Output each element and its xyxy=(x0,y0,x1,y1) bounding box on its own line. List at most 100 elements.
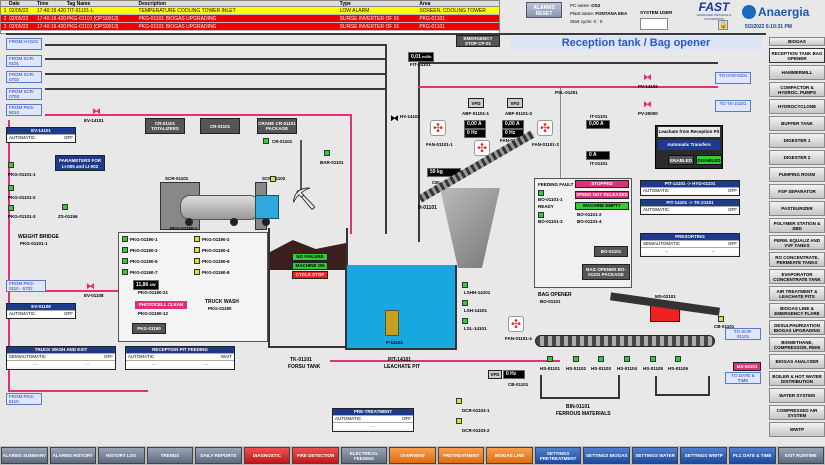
alarms-reset-button[interactable]: ALARMS RESET xyxy=(526,2,562,18)
pit-tk-mode: AUTOMATIC xyxy=(643,207,670,212)
vfd-button-2[interactable]: VFD xyxy=(507,98,523,108)
crane-package-button[interactable]: CRANE CR-01101 PACKAGE xyxy=(257,118,297,134)
nav-button[interactable]: SETTINGS BIOGAS xyxy=(583,447,630,464)
sidebar-item[interactable]: BIOMETHANE, COMPRESSOR, REMI xyxy=(769,337,825,352)
nav-button[interactable]: EXIT RUNTIME xyxy=(777,447,825,464)
from-tag-5[interactable]: FROM PKG-9010 xyxy=(6,104,42,116)
emergency-stop[interactable]: EMERGENCY STOP CP-01 xyxy=(456,35,500,47)
sidebar-item[interactable]: BIOGAS xyxy=(769,37,825,46)
sidebar-item[interactable]: BUFFER TANK xyxy=(769,116,825,131)
nav-button[interactable]: HISTORY LOG xyxy=(98,447,145,464)
ms-button[interactable]: MS-02101 xyxy=(733,362,761,371)
sidebar-item[interactable]: COMPACTOR & HYDROC. PUMPS xyxy=(769,82,825,97)
hv-valve-icon[interactable]: ⧓ xyxy=(390,113,399,123)
valve-ev14101-icon[interactable]: ⧓ xyxy=(92,106,101,116)
nav-button[interactable]: SETTINGS WATER xyxy=(631,447,679,464)
hs2-status xyxy=(573,356,579,362)
from-tag-pkg[interactable]: FROM PKG-0110 - 6702 xyxy=(6,280,46,292)
to-hyd-tag[interactable]: TO HYD-0101 xyxy=(715,72,751,84)
pkg-01190-button[interactable]: PKG-01190 xyxy=(132,323,166,334)
nav-button[interactable]: BIOGAS LINE xyxy=(486,447,533,464)
vfd-button-1[interactable]: VFD xyxy=(468,98,484,108)
to-scr-tag[interactable]: TO SCR-01101 xyxy=(725,328,761,340)
sidebar-item[interactable]: DIGESTER 1 xyxy=(769,133,825,148)
sidebar-item[interactable]: HYDROCYCLONE xyxy=(769,99,825,114)
nav-button[interactable]: SETTINGS WWTP xyxy=(680,447,727,464)
tw-state: OFF xyxy=(104,354,113,359)
from-tag-pkg2[interactable]: FROM PKG-5110 xyxy=(6,393,42,405)
nav-button[interactable]: ALARMS SUMMARY xyxy=(1,447,48,464)
pc-name-label: PC name: xyxy=(570,3,591,8)
sidebar-item[interactable]: AIR TREATMENT & LEACHATE PITS xyxy=(769,286,825,301)
vfd-button-3[interactable]: VFD xyxy=(488,370,502,379)
tw-status-1 xyxy=(122,236,128,242)
alarm-cell-n: 2 xyxy=(3,15,7,22)
pv2-valve-icon[interactable]: ⧓ xyxy=(643,99,652,109)
sidebar-item[interactable]: WATER SYSTEM xyxy=(769,388,825,403)
sidebar-item[interactable]: EVAPORATOR CONCENTRATE TANK xyxy=(769,269,825,284)
sidebar-item[interactable]: POLYMER STATION & SBD xyxy=(769,218,825,233)
sidebar-item[interactable]: HAMMERMILL xyxy=(769,65,825,80)
fan-icon-1[interactable]: ✣ xyxy=(430,120,446,136)
nav-button[interactable]: OVERVIEW xyxy=(389,447,436,464)
nav-button[interactable]: ELECTRICAL FEEDING xyxy=(340,447,388,464)
sidebar-item[interactable]: BOILER & HOT WATER DISTRIBUTION xyxy=(769,371,825,386)
from-tag-4[interactable]: FROM SCR-0703 xyxy=(6,88,42,100)
bo-button[interactable]: BO-01101 xyxy=(594,246,628,257)
fan-icon-2[interactable]: ✣ xyxy=(474,140,490,156)
nav-button[interactable]: DAILY REPORTS xyxy=(195,447,242,464)
sidebar-item[interactable]: DIGESTER 2 xyxy=(769,150,825,165)
enabled-button[interactable]: ENABLED xyxy=(668,155,694,165)
fan-icon-4[interactable]: ✣ xyxy=(508,316,524,332)
bo-package-button[interactable]: BAG OPENER BO-01101 PACKAGE xyxy=(582,264,630,280)
nav-button[interactable]: ALARMS HISTORY xyxy=(49,447,97,464)
valve-ev01108-icon[interactable]: ⧓ xyxy=(86,281,95,291)
sidebar-item[interactable]: RO CONCENTRATE, PERMEATE TANKS xyxy=(769,252,825,267)
user-field[interactable] xyxy=(640,18,668,30)
to-tk-tag[interactable]: TO TK-21101 xyxy=(715,100,751,112)
sidebar-item[interactable]: FSP SEPARATOR xyxy=(769,184,825,199)
cr-totalizers-button[interactable]: CR-01101 TOTALIZERS xyxy=(145,118,185,134)
lock-icon[interactable]: 🔒 xyxy=(718,20,728,30)
from-tag-2[interactable]: FROM SCR-0101 xyxy=(6,55,42,67)
pipe-v1 xyxy=(385,44,387,234)
nav-button[interactable]: FIRE DETECTION xyxy=(292,447,339,464)
from-tag-3[interactable]: FROM SCR-0702 xyxy=(6,71,42,83)
from-tag-1[interactable]: FROM H-0101 xyxy=(6,38,42,50)
sidebar-item[interactable]: PASTEURIZER xyxy=(769,201,825,216)
to-date-tag[interactable]: TO DATE & TIME xyxy=(725,372,761,384)
nav-button[interactable]: PLC DATE & TIME xyxy=(728,447,776,464)
tw-status-2 xyxy=(194,236,200,242)
parameters-button[interactable]: PARAMETERS FOR LI-005 and LI-002 xyxy=(55,155,105,171)
sidebar-item[interactable]: WWTP xyxy=(769,422,825,437)
sidebar-item[interactable]: PERM. EQUALIZ AND VVF TANKS xyxy=(769,235,825,250)
sidebar-item[interactable]: BIOGAS LINE & EMERGENCY FLARE xyxy=(769,303,825,318)
fan-icon-3[interactable]: ✣ xyxy=(537,120,553,136)
nav-button[interactable]: PRETREATMENT xyxy=(437,447,485,464)
fan-tag-3: FAN-01101-3 xyxy=(532,142,559,147)
cr-button[interactable]: CR-01101 xyxy=(200,118,240,134)
pv1-valve-icon[interactable]: ⧓ xyxy=(643,72,652,82)
sidebar-item[interactable]: DESULPHURIZATION BIOGAS UPGRADING xyxy=(769,320,825,335)
sidebar-item[interactable]: PUMPING ROOM xyxy=(769,167,825,182)
sidebar-item[interactable]: RECEPTION TANK BAG OPENER xyxy=(769,48,825,63)
nav-button[interactable]: SETTINGS PRETREATMENT xyxy=(534,447,582,464)
system-user[interactable]: SYSTEM USER xyxy=(640,10,673,15)
nav-button[interactable]: TRENDS xyxy=(146,447,194,464)
disabled-button[interactable]: DISABLED xyxy=(696,155,722,165)
pipe-h2 xyxy=(45,58,385,60)
sidebar-item[interactable]: COMPRESSED AIR SYSTEM xyxy=(769,405,825,420)
nav-button[interactable]: DIAGNOSTIC xyxy=(243,447,291,464)
sidebar-item[interactable]: BIOGAS ANALYZER xyxy=(769,354,825,369)
